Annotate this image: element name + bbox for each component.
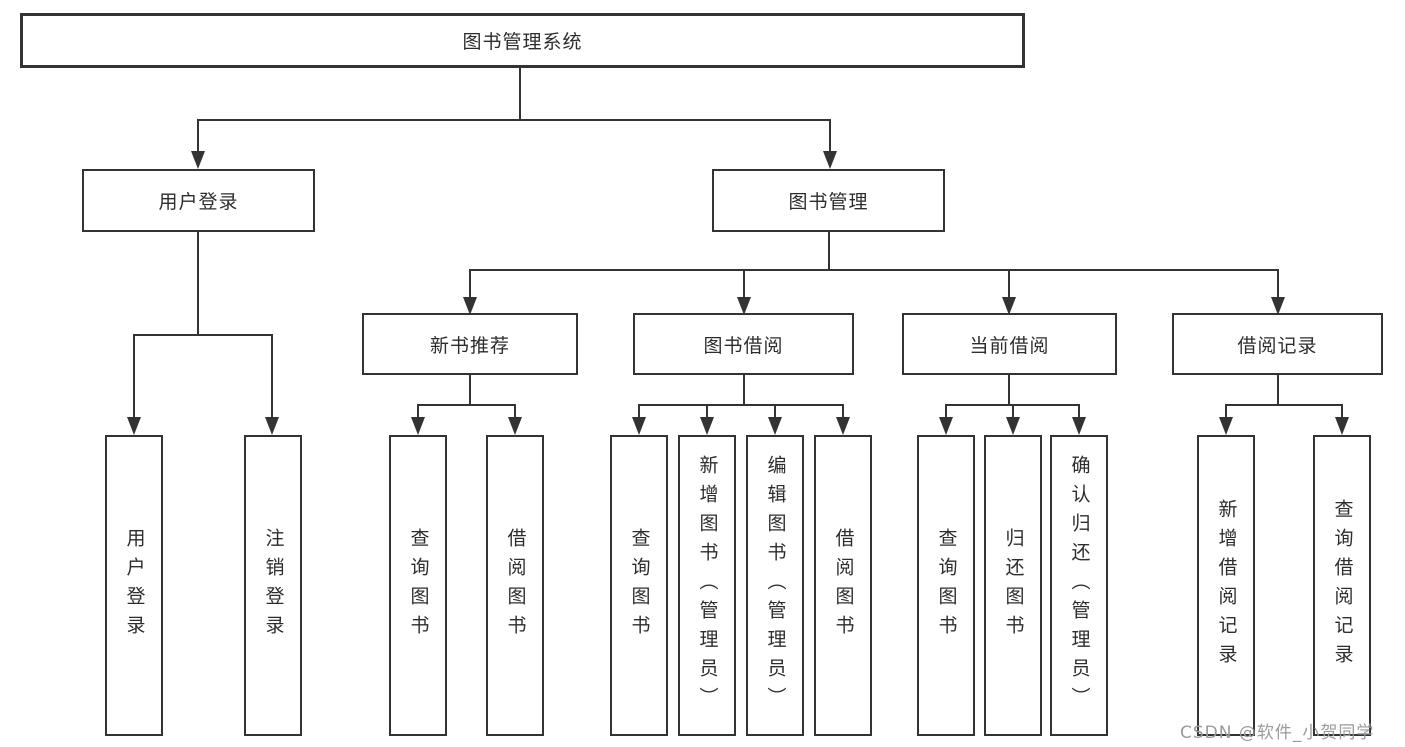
arrowhead-down xyxy=(265,417,279,435)
connector-line xyxy=(638,404,640,418)
arrowhead-down xyxy=(939,417,953,435)
node-label: 用户登录 xyxy=(158,191,239,213)
arrowhead-down xyxy=(463,297,477,315)
leaf-add-borrow-record: 新增借阅记录 xyxy=(1197,435,1255,736)
leaf-query-books-current: 查询图书 xyxy=(917,435,975,736)
arrowhead-down xyxy=(823,151,837,169)
node-label: 图书管理系统 xyxy=(462,31,583,53)
arrowhead-down xyxy=(1335,417,1349,435)
connector-line xyxy=(417,404,516,406)
arrowhead-down xyxy=(737,297,751,315)
connector-line xyxy=(829,119,831,153)
watermark: CSDN @软件_小贺同学 xyxy=(1180,723,1375,743)
connector-line xyxy=(1078,404,1080,418)
node-label: 借阅记录 xyxy=(1237,334,1318,357)
connector-line xyxy=(638,404,844,406)
node-label: 新增借阅记录 xyxy=(1215,498,1238,673)
connector-line xyxy=(828,232,830,270)
connector-line xyxy=(1277,375,1279,405)
connector-line xyxy=(1225,404,1227,418)
connector-line xyxy=(133,334,273,336)
connector-line xyxy=(197,119,831,121)
connector-line xyxy=(1008,375,1010,405)
node-new-book-recommendation: 新书推荐 xyxy=(362,313,578,375)
connector-line xyxy=(706,404,708,418)
leaf-add-books-admin: 新增图书（管理员） xyxy=(678,435,736,736)
arrowhead-down xyxy=(1006,417,1020,435)
arrowhead-down xyxy=(411,417,425,435)
leaf-query-books-borrowing: 查询图书 xyxy=(610,435,668,736)
node-book-borrowing: 图书借阅 xyxy=(633,313,854,375)
node-label: 查询借阅记录 xyxy=(1331,498,1354,673)
connector-line xyxy=(842,404,844,418)
connector-line xyxy=(1012,404,1014,418)
node-label: 编辑图书（管理员） xyxy=(764,455,787,716)
node-label: 当前借阅 xyxy=(969,334,1050,357)
node-library-management-system: 图书管理系统 xyxy=(20,13,1025,68)
node-book-management: 图书管理 xyxy=(712,169,945,232)
node-label: 新增图书（管理员） xyxy=(696,455,719,716)
arrowhead-down xyxy=(127,417,141,435)
leaf-return-books: 归还图书 xyxy=(984,435,1042,736)
leaf-user-login: 用户登录 xyxy=(105,435,163,736)
connector-line xyxy=(945,404,947,418)
node-label: 图书借阅 xyxy=(703,334,784,357)
node-current-borrowing: 当前借阅 xyxy=(902,313,1117,375)
connector-line xyxy=(1277,269,1279,297)
node-label: 查询图书 xyxy=(935,527,958,644)
leaf-borrow-books: 借阅图书 xyxy=(814,435,872,736)
connector-line xyxy=(519,68,521,120)
arrowhead-down xyxy=(632,417,646,435)
node-label: 新书推荐 xyxy=(429,334,510,357)
node-borrowing-records: 借阅记录 xyxy=(1172,313,1383,375)
arrowhead-down xyxy=(1219,417,1233,435)
leaf-borrow-books-recommend: 借阅图书 xyxy=(486,435,544,736)
connector-line xyxy=(197,232,199,335)
node-user-login: 用户登录 xyxy=(82,169,315,232)
arrowhead-down xyxy=(1072,417,1086,435)
arrowhead-down xyxy=(836,417,850,435)
leaf-confirm-return-admin: 确认归还（管理员） xyxy=(1050,435,1108,736)
leaf-logout: 注销登录 xyxy=(244,435,302,736)
connector-line xyxy=(774,404,776,418)
arrowhead-down xyxy=(191,151,205,169)
connector-line xyxy=(417,404,419,418)
connector-line xyxy=(271,334,273,418)
connector-line xyxy=(743,269,745,297)
leaf-query-borrow-record: 查询借阅记录 xyxy=(1313,435,1371,736)
node-label: 归还图书 xyxy=(1002,527,1025,644)
arrowhead-down xyxy=(768,417,782,435)
connector-line xyxy=(469,269,1279,271)
node-label: 用户登录 xyxy=(123,527,146,644)
connector-line xyxy=(1008,269,1010,297)
connector-line xyxy=(1341,404,1343,418)
connector-line xyxy=(133,334,135,418)
connector-line xyxy=(743,375,745,405)
node-label: 注销登录 xyxy=(262,527,285,644)
leaf-edit-books-admin: 编辑图书（管理员） xyxy=(746,435,804,736)
node-label: 查询图书 xyxy=(407,527,430,644)
node-label: 确认归还（管理员） xyxy=(1068,455,1091,716)
arrowhead-down xyxy=(700,417,714,435)
node-label: 借阅图书 xyxy=(832,527,855,644)
arrowhead-down xyxy=(1271,297,1285,315)
node-label: 图书管理 xyxy=(788,191,869,213)
arrowhead-down xyxy=(508,417,522,435)
connector-line xyxy=(1225,404,1343,406)
arrowhead-down xyxy=(1002,297,1016,315)
connector-line xyxy=(469,375,471,405)
node-label: 借阅图书 xyxy=(504,527,527,644)
connector-line xyxy=(514,404,516,418)
node-label: 查询图书 xyxy=(628,527,651,644)
connector-line xyxy=(197,119,199,153)
leaf-query-books-recommend: 查询图书 xyxy=(389,435,447,736)
connector-line xyxy=(469,269,471,297)
